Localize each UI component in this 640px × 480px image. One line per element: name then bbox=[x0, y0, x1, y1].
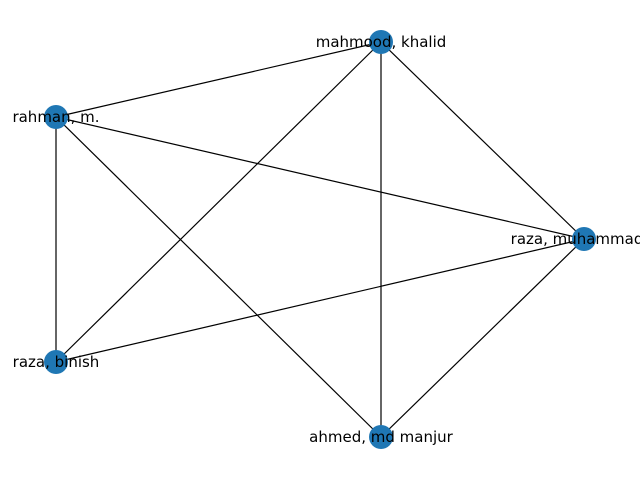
node-label-rahman: rahman, m. bbox=[12, 108, 99, 126]
node-label-raza_b: raza, binish bbox=[13, 353, 100, 371]
node-rahman bbox=[44, 105, 68, 129]
edge-mahmood-raza_m bbox=[380, 41, 585, 240]
node-ahmed bbox=[369, 425, 393, 449]
node-mahmood bbox=[369, 30, 393, 54]
node-label-mahmood: mahmood, khalid bbox=[316, 33, 447, 51]
labels-layer: mahmood, khalid rahman, m. raza, muhammad … bbox=[12, 33, 640, 446]
edges-layer bbox=[55, 41, 585, 438]
edge-mahmood-raza_b bbox=[55, 41, 382, 363]
nodes-layer bbox=[44, 30, 596, 449]
node-label-ahmed: ahmed, md manjur bbox=[309, 428, 453, 446]
edge-raza_m-raza_b bbox=[55, 238, 585, 363]
edge-raza_m-ahmed bbox=[380, 238, 585, 438]
edge-rahman-ahmed bbox=[55, 116, 382, 438]
node-label-raza_m: raza, muhammad a bbox=[511, 230, 640, 248]
node-raza_m bbox=[572, 227, 596, 251]
node-raza_b bbox=[44, 350, 68, 374]
edge-mahmood-rahman bbox=[55, 41, 382, 118]
edge-rahman-raza_m bbox=[55, 116, 585, 240]
